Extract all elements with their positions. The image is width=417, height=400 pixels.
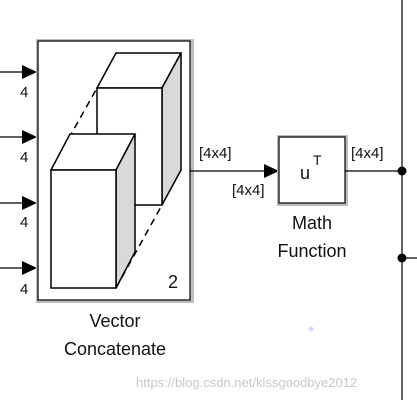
- math-function-block[interactable]: u T: [277, 135, 348, 206]
- input-arrow-1: [22, 65, 37, 79]
- branch-point-upper: [397, 166, 407, 176]
- math-input-signal-label: [4x4]: [232, 182, 265, 199]
- input-width-label-4: 4: [20, 281, 28, 298]
- input-width-label-3: 4: [20, 214, 28, 231]
- math-output-signal-label: [4x4]: [351, 145, 384, 162]
- input-width-label-1: 4: [20, 84, 28, 101]
- concatenate-name-line2: Concatenate: [64, 339, 166, 359]
- watermark-text: https://blog.csdn.net/kissgoodbye2012: [136, 375, 357, 390]
- faint-dot: [308, 326, 314, 332]
- math-input-arrow: [264, 164, 279, 178]
- math-name-line2: Function: [277, 241, 346, 261]
- concatenate-name-line1: Vector: [89, 311, 140, 331]
- concatenate-input-ports: [0, 65, 37, 275]
- math-name-line1: Math: [292, 213, 332, 233]
- input-arrow-2: [22, 130, 37, 144]
- input-width-label-2: 4: [20, 149, 28, 166]
- input-arrow-3: [22, 196, 37, 210]
- dimension-label: 2: [168, 272, 178, 292]
- front-cube-icon: [49, 133, 137, 289]
- vector-concatenate-block[interactable]: 2: [36, 39, 194, 303]
- math-block-body: [278, 136, 346, 204]
- input-arrow-4: [22, 261, 37, 275]
- math-symbol-base: u: [300, 163, 310, 183]
- math-symbol-superscript: T: [313, 152, 322, 168]
- concat-output-signal-label: [4x4]: [199, 145, 232, 162]
